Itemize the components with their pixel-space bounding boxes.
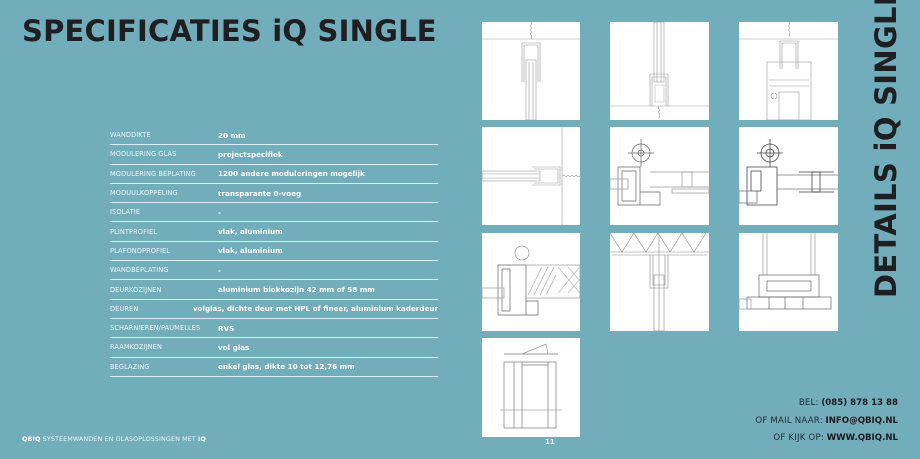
drawing-ceiling-door-frame <box>739 22 838 120</box>
spec-value: RVS <box>218 323 235 333</box>
drawing-wall-connection <box>482 127 580 225</box>
drawing-door-frame-panel <box>482 233 580 331</box>
window-frame-drawing-icon <box>739 233 832 310</box>
phone-label: BEL: <box>798 398 819 408</box>
footer-brand: QBIQ <box>22 435 41 443</box>
contact-block: BEL: (085) 878 13 88 OF MAIL NAAR: INFO@… <box>755 395 898 448</box>
footer-suffix: iQ <box>198 435 206 443</box>
spec-value: 1200 andere moduleringen mogelijk <box>218 169 365 179</box>
spec-value: vlak, aluminium <box>218 227 283 237</box>
spec-row: WANDDIKTE 20 mm <box>110 126 438 146</box>
web-label: OF KIJK OP: <box>773 433 824 443</box>
spec-label: BEGLAZING <box>110 362 150 371</box>
spec-label: DEURKOZIJNEN <box>110 285 162 294</box>
spec-value: projectspecifiek <box>218 149 283 159</box>
spec-row: DEUREN volglas, dichte deur met HPL of fi… <box>110 300 438 319</box>
footer-tagline: QBIQ SYSTEEMWANDEN EN GLASOPLOSSINGEN ME… <box>22 435 206 443</box>
spec-label: PLINTPROFIEL <box>110 227 158 236</box>
wall-connection-drawing-icon <box>482 127 580 225</box>
spec-value: volglas, dichte deur met HPL of fineer, … <box>192 304 438 314</box>
spec-label: MODULERING GLAS <box>110 150 177 159</box>
spec-label: WANDDIKTE <box>110 131 151 140</box>
spec-value: enkel glas, dikte 10 tot 12,76 mm <box>218 362 355 372</box>
spec-row: PLINTPROFIEL vlak, aluminium <box>110 222 438 242</box>
spec-label: MODUULKOPPELING <box>110 189 178 198</box>
spec-row: RAAMKOZIJNEN vol glas <box>110 338 438 358</box>
spec-row: DEURKOZIJNEN aluminium blokkozijn 42 mm o… <box>110 280 438 300</box>
footer-text: SYSTEEMWANDEN EN GLASOPLOSSINGEN MET <box>42 435 196 443</box>
spec-value: aluminium blokkozijn 42 mm of 58 mm <box>218 285 375 295</box>
page-title: SPECIFICATIES iQ SINGLE <box>22 14 437 48</box>
contact-web: OF KIJK OP: WWW.QBIQ.NL <box>755 430 898 448</box>
web-link[interactable]: WWW.QBIQ.NL <box>826 433 898 443</box>
spec-label: ISOLATIE <box>110 208 141 217</box>
drawing-door-elevation <box>482 338 580 437</box>
spec-value: - <box>218 265 221 275</box>
spec-label: SCHARNIEREN/PAUMELLES <box>110 324 201 333</box>
spec-label: WANDBEPLATING <box>110 266 169 275</box>
drawing-door-frame-hinge-double <box>739 127 838 225</box>
spec-label: MODULERING BEPLATING <box>110 169 196 178</box>
spec-value: vol glas <box>218 342 250 352</box>
suspended-ceiling-drawing-icon <box>610 233 709 331</box>
spec-value: transparante 0-voeg <box>218 188 302 198</box>
phone-number[interactable]: (085) 878 13 88 <box>821 398 898 408</box>
spec-row: SCHARNIEREN/PAUMELLES RVS <box>110 319 438 339</box>
spec-value: 20 mm <box>218 130 246 140</box>
spec-row: MODUULKOPPELING transparante 0-voeg <box>110 184 438 204</box>
drawing-window-frame <box>739 233 838 331</box>
spec-label: PLAFONDPROFIEL <box>110 246 171 255</box>
spec-row: BEGLAZING enkel glas, dikte 10 tot 12,76 … <box>110 358 438 377</box>
spec-value: vlak, aluminium <box>218 246 283 256</box>
spec-label: RAAMKOZIJNEN <box>110 343 162 352</box>
spec-label: DEUREN <box>110 304 139 313</box>
ceiling-door-frame-drawing-icon <box>739 22 838 120</box>
mail-label: OF MAIL NAAR: <box>755 415 823 426</box>
spec-row: PLAFONDPROFIEL vlak, aluminium <box>110 242 438 262</box>
floor-connection-drawing-icon <box>610 22 709 119</box>
mail-address[interactable]: INFO@QBIQ.NL <box>825 415 898 426</box>
details-side-title: DETAILS iQ SINGLE <box>869 0 903 298</box>
ceiling-connection-drawing-icon <box>482 22 580 120</box>
spec-table: WANDDIKTE 20 mm MODULERING GLAS projectspe… <box>110 126 438 377</box>
drawing-suspended-ceiling <box>610 233 709 331</box>
contact-mail: OF MAIL NAAR: INFO@QBIQ.NL <box>755 413 898 431</box>
spec-value: - <box>218 207 221 217</box>
door-frame-hinge-drawing-icon <box>610 139 709 206</box>
spec-row: ISOLATIE - <box>110 203 438 223</box>
drawing-ceiling-connection <box>482 22 580 120</box>
contact-phone: BEL: (085) 878 13 88 <box>755 395 898 413</box>
door-elevation-drawing-icon <box>500 343 562 429</box>
drawing-floor-connection <box>610 22 709 120</box>
page-number: 11 <box>545 438 555 446</box>
drawing-door-frame-hinge <box>610 127 709 225</box>
spec-row: WANDBEPLATING - <box>110 261 438 281</box>
door-frame-panel-drawing-icon <box>482 245 580 316</box>
spec-row: MODULERING BEPLATING 1200 andere moduleri… <box>110 165 438 184</box>
door-frame-hinge-double-drawing-icon <box>739 139 838 206</box>
spec-row: MODULERING GLAS projectspecifiek <box>110 145 438 165</box>
